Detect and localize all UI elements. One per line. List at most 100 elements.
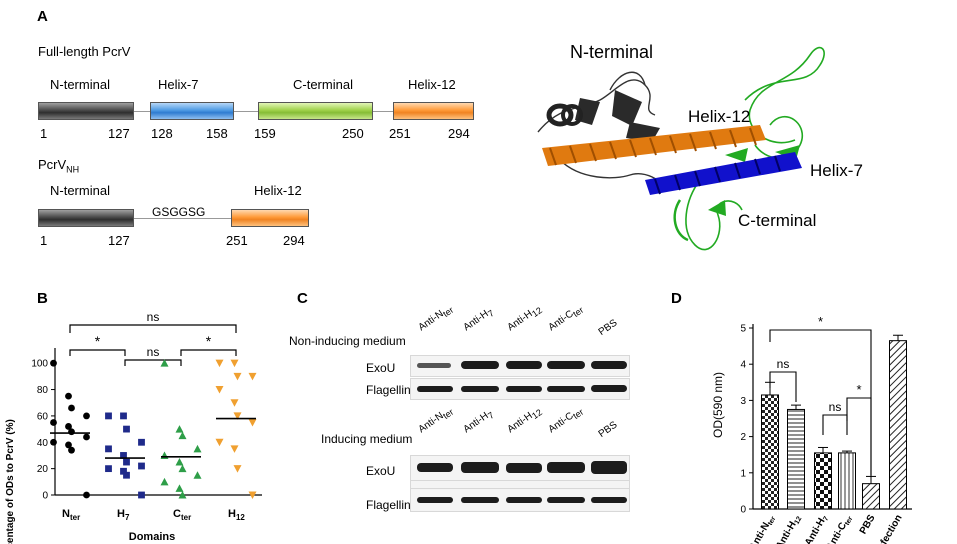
panel-b-point: [65, 392, 72, 400]
panel-a-letter: A: [37, 8, 48, 25]
panel-b-ytick-label: 100: [31, 359, 48, 370]
linker-sequence: GSGGSG: [152, 205, 206, 219]
residue-159: 159: [254, 126, 276, 141]
residue-127: 127: [108, 126, 130, 141]
panel-b-point: [120, 467, 127, 475]
nh-residue-1: 1: [40, 233, 48, 248]
blot-flagellin-inducing: [410, 488, 630, 512]
panel-b-point: [65, 441, 72, 449]
panel-d-sig-label: *: [856, 382, 861, 397]
panel-b-point: [233, 412, 242, 420]
residue-1: 1: [40, 126, 48, 141]
panel-d-xtick-label: Anti-H7: [803, 513, 830, 544]
panel-b-sig-bracket: [69, 349, 126, 356]
domain-bar-helix12: [393, 102, 474, 120]
residue-294: 294: [448, 126, 470, 141]
panel-d-sig-bracket: [846, 397, 872, 476]
panel-b-point: [50, 359, 57, 367]
panel-d-ytick-label: 0: [740, 505, 746, 516]
panel-d-sig-label: ns: [829, 400, 842, 414]
lane-header-anti-h12-2: Anti-H12: [505, 407, 544, 436]
panel-b-point: [83, 412, 90, 420]
panel-b-point: [123, 425, 130, 433]
panel-b-point: [230, 359, 239, 368]
panel-b-ylabel: Percentage of ODs to PcrV (%): [5, 419, 16, 544]
linker-line: [134, 218, 231, 219]
panel-b-group-label: Cter: [173, 508, 191, 522]
panel-b-point: [105, 412, 112, 420]
panel-b-point: [83, 433, 90, 441]
panel-b-point: [123, 471, 130, 479]
panel-b-xlabel: Domains: [129, 531, 175, 543]
panel-b-point: [138, 438, 145, 446]
linker-line: [134, 111, 150, 112]
panel-b-sig-bracket: [180, 349, 237, 356]
helix7-ribbon: [645, 152, 802, 195]
panel-b-point: [68, 446, 75, 454]
lane-header-anti-nter-2: Anti-Nter: [416, 406, 456, 436]
structure-label-nterm: N-terminal: [570, 42, 653, 62]
nh-bar-helix12: [231, 209, 309, 227]
panel-b-point: [160, 359, 169, 367]
panel-b-group-label: H12: [228, 508, 245, 522]
panel-b-point: [230, 445, 239, 453]
panel-b-point: [65, 423, 72, 430]
nh-residue-294: 294: [283, 233, 305, 248]
domain-bar-helix7: [150, 102, 234, 120]
panel-d-sig-bracket: [822, 414, 848, 435]
panel-d-sig-label: *: [818, 314, 823, 329]
row-label-flagellin-2: Flagellin: [366, 498, 411, 512]
panel-b-point: [160, 451, 169, 459]
panel-b-sig-bracket: [124, 359, 182, 366]
lane-header-anti-h7-2: Anti-H7: [461, 409, 496, 436]
full-domain-label-nterm: N-terminal: [50, 77, 110, 92]
panel-b-point: [178, 491, 187, 499]
full-length-title: Full-length PcrV: [38, 44, 131, 59]
panel-b-point: [215, 359, 224, 368]
panel-b-ytick-label: 40: [37, 438, 49, 449]
panel-b-point: [175, 484, 184, 492]
nh-residue-251: 251: [226, 233, 248, 248]
panel-b-point: [138, 491, 145, 499]
panel-d-ytick-label: 3: [740, 396, 746, 407]
panel-b-point: [193, 444, 202, 453]
panel-b-point: [68, 428, 75, 436]
panel-b-point: [178, 464, 187, 473]
linker-line: [373, 111, 393, 112]
panel-b-group-label: Nter: [62, 508, 80, 522]
panel-b-point: [215, 386, 224, 394]
panel-d-bar: [838, 452, 856, 510]
panel-b-point: [178, 431, 187, 440]
lane-header-anti-h7: Anti-H7: [461, 307, 496, 334]
panel-d-xtick-label: Anti-H12: [774, 513, 803, 544]
panel-d-bar: [787, 408, 805, 510]
full-domain-label-cterm: C-terminal: [293, 77, 353, 92]
panel-b-point: [248, 491, 257, 499]
panel-d-bar: [761, 394, 779, 510]
panel-d-xtick-label: PBS: [858, 513, 878, 537]
lane-header-anti-h12: Anti-H12: [505, 305, 544, 334]
panel-d-bar: [814, 452, 832, 510]
panel-d-sig-bracket: [769, 371, 797, 402]
lane-header-anti-cter-2: Anti-Cter: [546, 406, 586, 436]
residue-128: 128: [151, 126, 173, 141]
panel-b-ytick-label: 20: [37, 464, 49, 475]
panel-d-xtick-label: Anti-Cter: [825, 513, 855, 544]
non-inducing-label: Non-inducing medium: [289, 334, 406, 348]
lane-header-pbs-2: PBS: [596, 419, 620, 440]
panel-c-letter: C: [297, 290, 308, 307]
panel-d-ytick-label: 4: [740, 360, 746, 371]
panel-b-point: [233, 372, 242, 381]
domain-bar-cterm: [258, 102, 373, 120]
full-domain-label-helix12: Helix-12: [408, 77, 456, 92]
structure-label-helix12: Helix-12: [688, 107, 750, 126]
panel-b-point: [105, 465, 112, 473]
blot-exou-noninducing: [410, 355, 630, 377]
panel-b-point: [248, 372, 257, 381]
residue-250: 250: [342, 126, 364, 141]
panel-b-group-label: H7: [117, 508, 130, 522]
panel-b-sig-bracket: [69, 324, 237, 333]
nh-domain-label-nterm: N-terminal: [50, 183, 110, 198]
